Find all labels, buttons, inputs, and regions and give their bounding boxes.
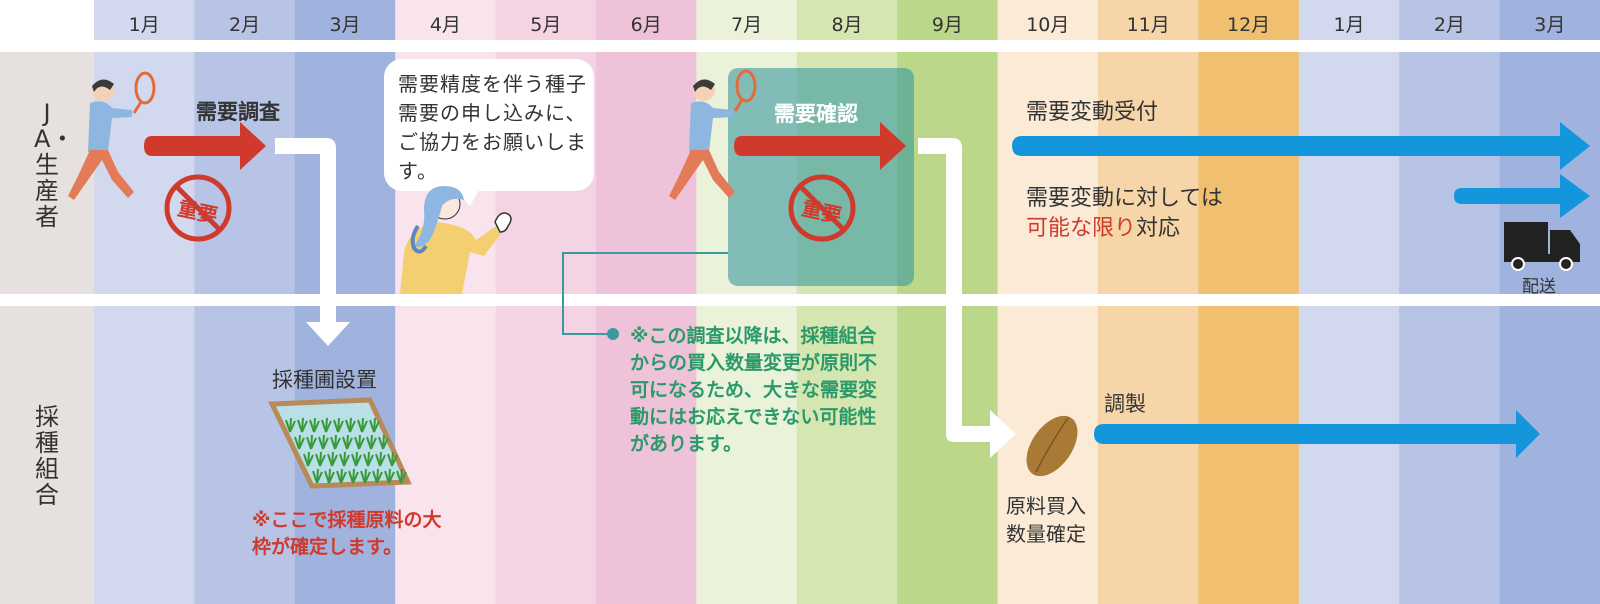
month-label: 2月 (229, 14, 261, 36)
top-row-label-bg (0, 52, 94, 294)
sprout-icon (306, 434, 317, 450)
note-connector (562, 252, 728, 335)
sprout-icon (375, 451, 386, 467)
month-label: 12月 (1226, 14, 1271, 36)
sprout-icon (384, 468, 395, 484)
sprout-icon (303, 451, 314, 467)
sprout-icon (336, 468, 347, 484)
row-label-seed-union-text: 採種組合 (35, 403, 59, 509)
seed-field-setup-label: 採種圃設置 (272, 368, 377, 392)
white-arrow-to-purchase (918, 138, 1016, 458)
row-label-ja-text: JA・生産者 (34, 99, 75, 231)
sprout-icon (297, 417, 308, 433)
sprout-icon (387, 451, 398, 467)
raw-purchase-label-line2: 数量確定 (1006, 522, 1086, 546)
person-requester-icon (400, 186, 512, 294)
month-label: 3月 (329, 14, 361, 36)
red-note: ※ここで採種原料の大枠が確定します。 (252, 509, 442, 558)
demand-confirm-label: 需要確認 (774, 102, 858, 126)
sprout-icon (342, 434, 353, 450)
sprout-icon (321, 417, 332, 433)
month-label: 10月 (1026, 14, 1070, 36)
sprout-icon (327, 451, 338, 467)
important-stamp-icon (788, 174, 856, 242)
delivery-label: 配送 (1522, 277, 1556, 297)
sprout-icon (318, 434, 329, 450)
row-label-seed-union: 採種組合 (0, 404, 94, 508)
sprout-icon (315, 451, 326, 467)
sprout-icon (360, 468, 371, 484)
blue-arrow-preparation (1094, 410, 1540, 458)
month-label: 4月 (429, 14, 461, 36)
sprout-icon (354, 434, 365, 450)
sprout-icon (294, 434, 305, 450)
sprout-icon (348, 468, 359, 484)
red-arrow-confirm (734, 122, 906, 170)
sprout-icon (369, 417, 380, 433)
month-label: 7月 (731, 14, 763, 36)
bottom-row-label-bg (0, 306, 94, 604)
sprout-icon (357, 417, 368, 433)
sprout-icon (309, 417, 320, 433)
bubble-note: 需要精度を伴う種子需要の申し込みに、ご協力をお願いします。 (398, 72, 587, 183)
green-note: ※この調査以降は、採種組合からの買入数量変更が原則不可になるため、大きな需要変動… (630, 325, 878, 455)
month-label: 8月 (831, 14, 863, 36)
month-label: 5月 (530, 14, 562, 36)
row-label-ja: JA・生産者 (0, 100, 94, 230)
sprout-icon (378, 434, 389, 450)
header-separator (94, 40, 1600, 52)
sprout-icon (285, 417, 296, 433)
sprout-icon (351, 451, 362, 467)
blue-arrow-change-accept (1012, 122, 1590, 170)
person-surveyor-icon (68, 71, 156, 200)
sprout-icon (333, 417, 344, 433)
sprout-icon (324, 468, 335, 484)
preparation-label: 調製 (1104, 392, 1146, 416)
month-label: 1月 (1333, 14, 1365, 36)
demand-change-response-line2: 可能な限り対応 (1026, 210, 1180, 242)
white-arrow-to-field (275, 138, 350, 346)
seed-field-icon (268, 397, 412, 489)
row-separator (0, 294, 1600, 306)
sprout-icon (366, 434, 377, 450)
sprout-icon (396, 468, 407, 484)
month-label: 9月 (931, 14, 963, 36)
month-label: 6月 (630, 14, 662, 36)
demand-change-response-tail: 対応 (1136, 216, 1181, 241)
demand-survey-label: 需要調査 (196, 100, 280, 124)
person-confirmer-icon (669, 69, 757, 200)
raw-purchase-label-line1: 原料買入 (1006, 494, 1086, 518)
red-arrow-survey (144, 122, 266, 170)
seed-icon (1026, 415, 1078, 477)
sprout-icon (312, 468, 323, 484)
month-label: 2月 (1433, 14, 1465, 36)
blue-arrow-response (1454, 174, 1590, 218)
important-stamp-icon (164, 174, 232, 242)
demand-change-accept-label: 需要変動受付 (1026, 100, 1159, 125)
month-label: 11月 (1126, 14, 1170, 36)
demand-change-response-emphasis: 可能な限り (1026, 216, 1137, 241)
truck-icon (1504, 222, 1580, 271)
sprout-icon (372, 468, 383, 484)
sprout-icon (345, 417, 356, 433)
note-connector-dot (607, 328, 619, 340)
sprout-icon (330, 434, 341, 450)
month-label: 1月 (128, 14, 160, 36)
demand-change-response-line1: 需要変動に対しては (1026, 186, 1223, 211)
sprout-icon (339, 451, 350, 467)
sprout-icon (363, 451, 374, 467)
month-label: 3月 (1534, 14, 1566, 36)
